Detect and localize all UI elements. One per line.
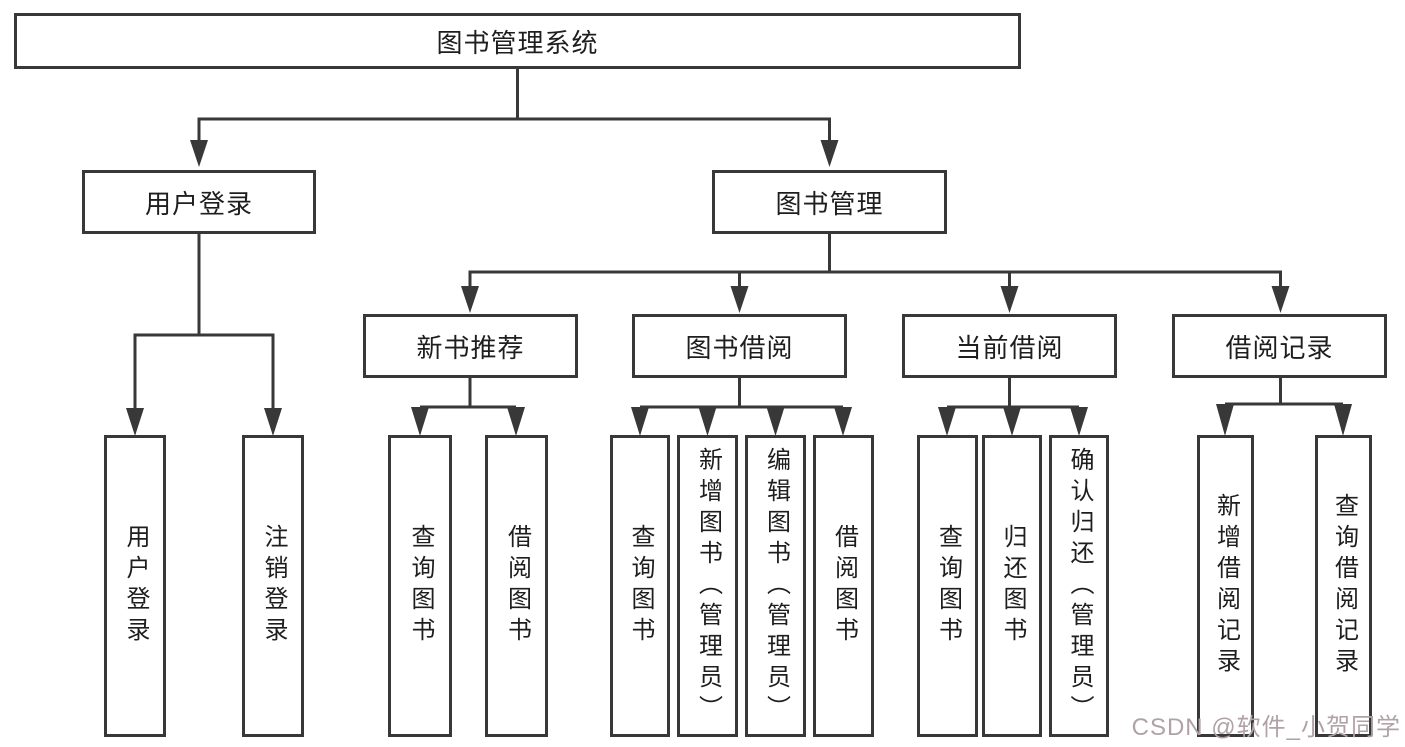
node-book-borrowing: 图书借阅 [632, 314, 847, 378]
connector-book-management [461, 234, 1290, 313]
connector-borrowing-records [1216, 378, 1352, 436]
connector-root [190, 68, 839, 167]
node-new-book-recommend: 新书推荐 [363, 314, 578, 378]
leaf-edit-book-admin: 编辑图书（管理员） [745, 435, 806, 737]
leaf-return-books: 归还图书 [982, 435, 1042, 737]
connector-book-borrowing [631, 378, 852, 436]
leaf-query-books-recommend: 查询图书 [388, 435, 452, 737]
node-user-login: 用户登录 [82, 170, 316, 234]
connector-current-borrowing [938, 378, 1088, 436]
node-borrowing-records: 借阅记录 [1172, 314, 1387, 378]
leaf-query-books-borrowing: 查询图书 [610, 435, 670, 737]
connector-new-book-recommend [411, 378, 525, 436]
leaf-user-login: 用户登录 [104, 435, 166, 737]
connector-user-login [126, 234, 282, 436]
leaf-borrow-books-borrowing: 借阅图书 [813, 435, 874, 737]
leaf-logout: 注销登录 [242, 435, 304, 737]
leaf-query-books-current: 查询图书 [917, 435, 978, 737]
leaf-query-borrow-record: 查询借阅记录 [1315, 435, 1372, 737]
leaf-add-book-admin: 新增图书（管理员） [677, 435, 738, 737]
leaf-confirm-return-admin: 确认归还（管理员） [1049, 435, 1109, 737]
node-book-management: 图书管理 [712, 170, 947, 234]
node-library-system: 图书管理系统 [14, 13, 1021, 69]
leaf-add-borrow-record: 新增借阅记录 [1197, 435, 1254, 737]
leaf-borrow-books-recommend: 借阅图书 [485, 435, 548, 737]
node-current-borrowing: 当前借阅 [902, 314, 1117, 378]
watermark: CSDN @软件_小贺同学 [1131, 714, 1401, 741]
